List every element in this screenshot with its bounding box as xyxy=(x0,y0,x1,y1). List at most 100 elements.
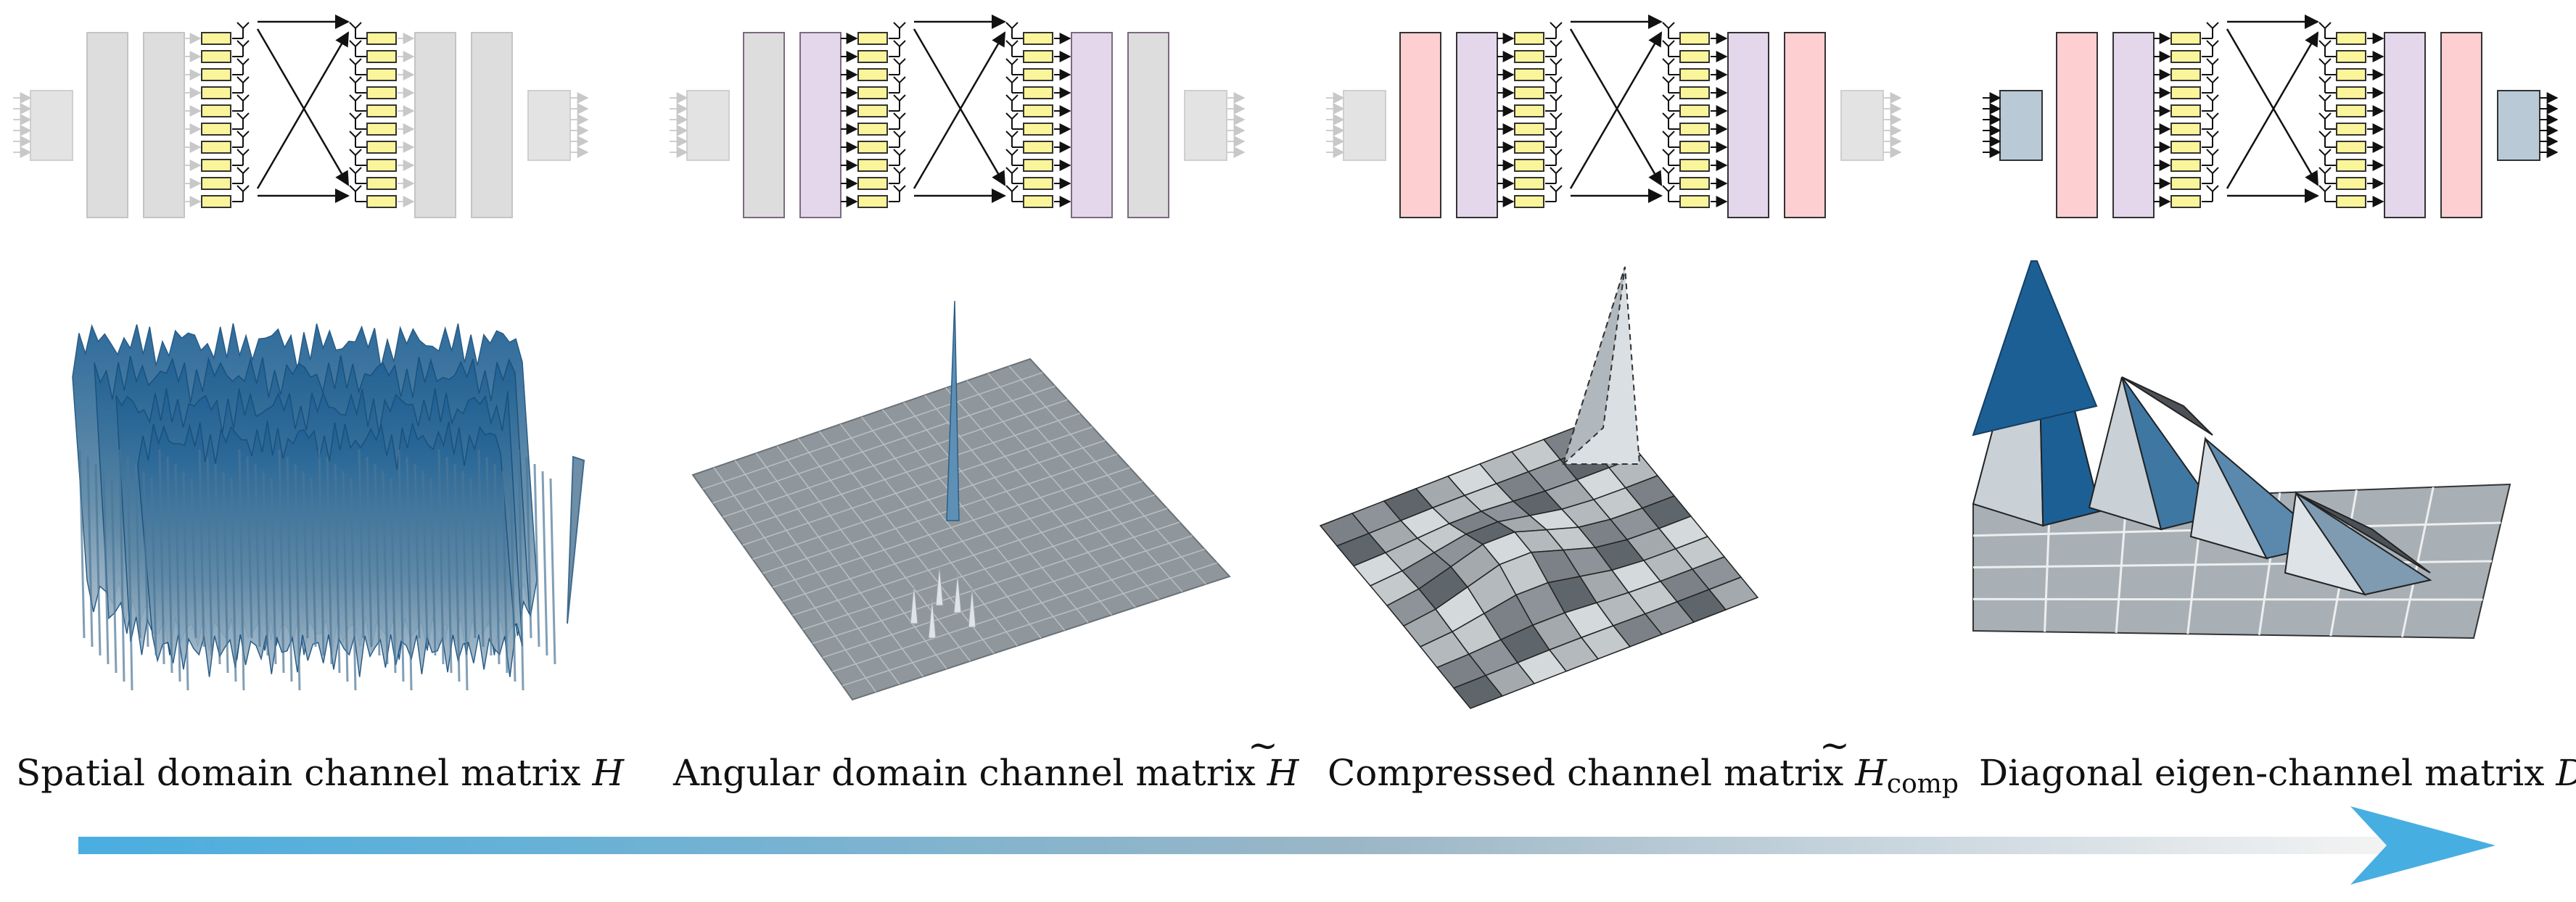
antenna-icon xyxy=(2202,58,2219,75)
surface-fiber xyxy=(445,456,453,674)
rf-chain-box xyxy=(857,177,888,190)
output-block xyxy=(2497,90,2540,161)
rf-chain-box xyxy=(857,195,888,208)
surface-fiber xyxy=(142,471,149,647)
surface-fiber xyxy=(198,449,205,647)
surface-fiber xyxy=(469,478,477,639)
precoder-left-outer xyxy=(743,32,785,218)
rf-chain-box xyxy=(1023,177,1053,190)
precoder-left-inner xyxy=(143,32,185,218)
antenna-icon xyxy=(1662,185,1679,202)
surface-fiber xyxy=(398,449,405,682)
surface-diagonal xyxy=(1972,260,2511,640)
surface-fiber xyxy=(262,471,269,656)
antenna-icon xyxy=(889,185,906,202)
antenna-icon xyxy=(232,167,250,184)
antenna-icon xyxy=(2318,167,2336,184)
input-block xyxy=(1999,90,2043,161)
rf-chain-box xyxy=(2336,159,2366,172)
antenna-icon xyxy=(2318,149,2336,166)
combiner-right-outer xyxy=(1784,32,1826,218)
transceiver-diagram xyxy=(1326,15,1902,218)
precoder-left-inner xyxy=(2112,32,2155,218)
rf-chain-box xyxy=(2170,123,2201,136)
surface-fiber xyxy=(421,471,429,647)
output-block xyxy=(527,90,571,161)
rf-chain-box xyxy=(2336,86,2366,99)
grid-line xyxy=(1972,597,2483,601)
surface-fiber xyxy=(214,463,221,665)
pyramid-shadow xyxy=(2295,492,2431,574)
rf-chain-box xyxy=(366,123,397,136)
antenna-icon xyxy=(1005,40,1023,57)
antenna-icon xyxy=(889,40,906,57)
rf-chain-box xyxy=(857,68,888,81)
surface-edge-spike xyxy=(567,455,585,624)
symbol-h: H xyxy=(591,752,625,794)
surface-fiber xyxy=(350,478,357,691)
surface-fiber xyxy=(158,449,165,665)
combiner-right-inner xyxy=(2384,32,2426,218)
grid-line xyxy=(2400,487,2435,637)
surface-fiber xyxy=(102,471,110,665)
rf-chain-box xyxy=(857,123,888,136)
tilde-accent-1: ~ xyxy=(1248,724,1278,766)
surface-spatial xyxy=(72,323,585,691)
pyramid-shadow xyxy=(2121,376,2213,436)
antenna-icon xyxy=(2202,185,2219,202)
rf-chain-box xyxy=(2170,177,2201,190)
antenna-icon xyxy=(1545,94,1563,112)
symbol-h-comp: H xyxy=(1854,752,1888,794)
channel-arrow xyxy=(1569,31,1663,189)
antenna-icon xyxy=(232,58,250,75)
rf-chain-box xyxy=(366,141,397,154)
surface-fiber xyxy=(509,478,517,682)
rf-chain-box xyxy=(857,50,888,63)
antenna-icon xyxy=(232,22,250,39)
rf-chain-box xyxy=(2336,141,2366,154)
rf-chain-box xyxy=(1679,68,1710,81)
surface-fiber xyxy=(461,471,469,691)
input-block xyxy=(686,90,730,161)
antenna-icon xyxy=(1545,40,1563,57)
surface-peak-face xyxy=(1561,266,1626,467)
antenna-icon xyxy=(1662,58,1679,75)
antenna-icon xyxy=(232,149,250,166)
antenna-icon xyxy=(1662,22,1679,39)
grid-line xyxy=(772,467,1130,588)
antenna-icon xyxy=(349,22,366,39)
rf-chain-box xyxy=(2336,177,2366,190)
rf-chain-box xyxy=(2336,195,2366,208)
arrow-head xyxy=(2350,806,2495,885)
antenna-icon xyxy=(349,76,366,94)
grid-line xyxy=(881,409,1066,631)
grid-line xyxy=(1008,365,1207,585)
antenna-icon xyxy=(1662,112,1679,130)
combiner-right-inner xyxy=(1727,32,1769,218)
antenna-icon xyxy=(1545,58,1563,75)
rf-chain-box xyxy=(201,68,231,81)
surface-fiber xyxy=(517,449,524,691)
symbol-h-tilde: H xyxy=(1267,752,1300,794)
antenna-icon xyxy=(1662,76,1679,94)
rf-chain-box xyxy=(1679,123,1710,136)
surface-fiber xyxy=(390,478,397,674)
grid-line xyxy=(903,402,1089,624)
antenna-icon xyxy=(2318,58,2336,75)
rf-chain-box xyxy=(857,32,888,45)
surface-fiber xyxy=(182,471,189,691)
surface-peak xyxy=(946,300,960,521)
antenna-icon xyxy=(1545,112,1563,130)
channel-arrow xyxy=(2226,28,2319,186)
antenna-icon xyxy=(2202,149,2219,166)
antenna-icon xyxy=(1545,167,1563,184)
channel-arrow xyxy=(1569,28,1663,186)
rf-chain-box xyxy=(1679,141,1710,154)
grid-line xyxy=(842,562,1218,687)
surface-fiber xyxy=(382,471,389,665)
antenna-icon xyxy=(1005,131,1023,148)
surface-fiber xyxy=(493,463,501,665)
rf-chain-box xyxy=(857,86,888,99)
surface-fiber xyxy=(485,456,493,656)
progression-arrow xyxy=(78,806,2495,885)
